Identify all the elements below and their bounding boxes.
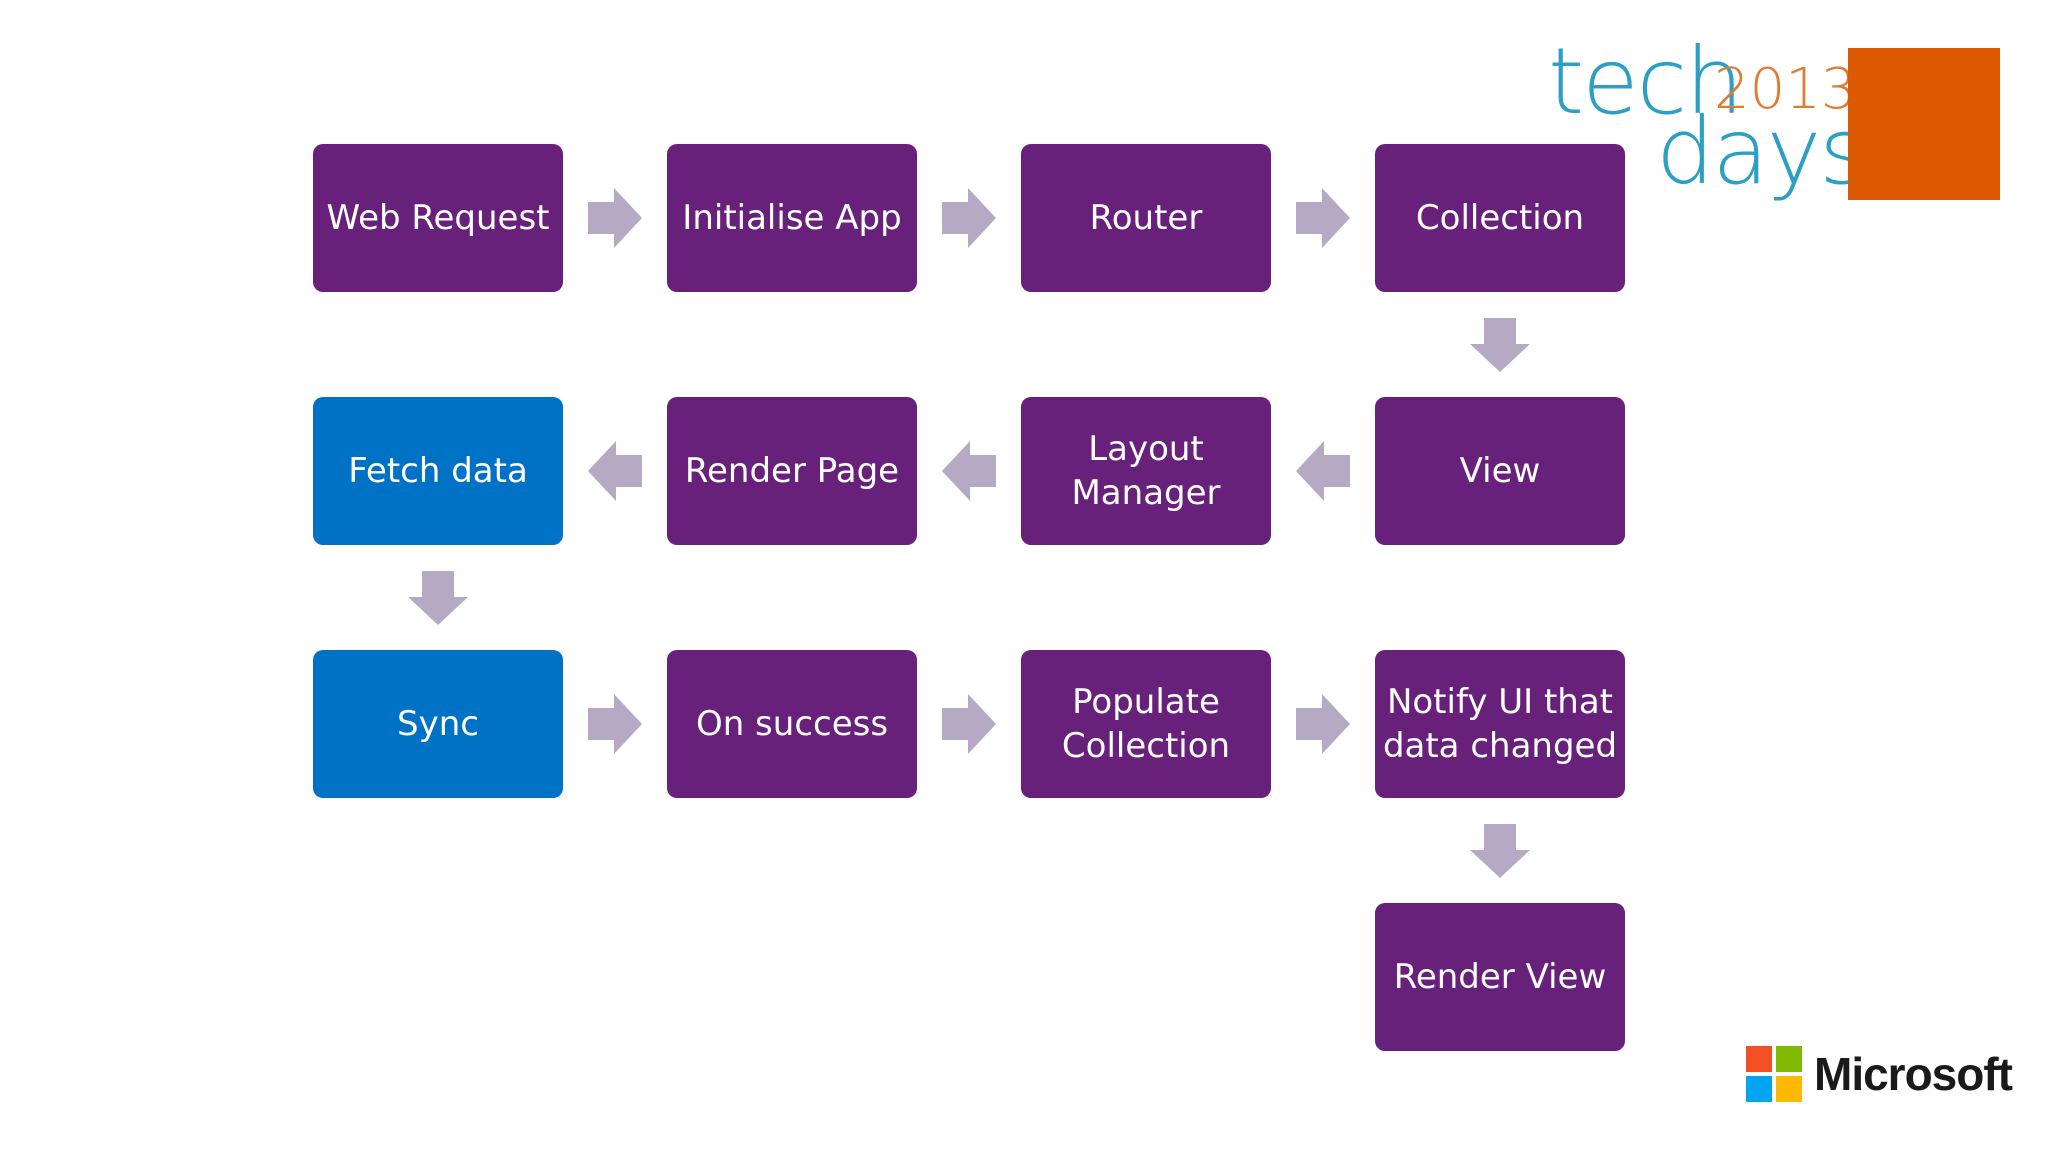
box-render-page: Render Page: [667, 397, 917, 545]
arrow-shape: [588, 694, 642, 754]
arrow-shape: [1470, 823, 1530, 878]
microsoft-wordmark: Microsoft: [1814, 1048, 2013, 1100]
box-initialise-app: Initialise App: [667, 144, 917, 292]
arrow-shape: [1296, 441, 1350, 501]
box-label: Router: [1089, 198, 1203, 238]
arrow-left-icon: [588, 441, 642, 501]
box-label: On success: [695, 704, 889, 744]
arrow-shape: [1296, 694, 1350, 754]
arrow-right-icon: [1296, 694, 1350, 754]
logo-year: 2013: [1714, 57, 1857, 122]
box-label: Notify UI that data changed: [1382, 682, 1618, 766]
logo-orange-square: [1848, 48, 2000, 200]
arrow-down-icon: [408, 570, 468, 625]
box-on-success: On success: [667, 650, 917, 798]
arrow-shape: [942, 441, 996, 501]
logo-tile: [1776, 1076, 1802, 1102]
box-web-request: Web Request: [313, 144, 563, 292]
arrow-down-icon: [1470, 317, 1530, 372]
box-label: Render View: [1393, 957, 1607, 997]
arrow-down-icon: [1470, 823, 1530, 878]
box-label: Fetch data: [348, 451, 528, 491]
box-label: Web Request: [326, 198, 550, 238]
logo-tile: [1776, 1046, 1802, 1072]
arrow-right-icon: [1296, 188, 1350, 248]
arrow-shape: [588, 441, 642, 501]
box-fetch-data: Fetch data: [313, 397, 563, 545]
box-label: Sync: [397, 704, 479, 744]
microsoft-logo-icon: [1746, 1046, 1802, 1102]
arrow-right-icon: [588, 188, 642, 248]
box-view: View: [1375, 397, 1625, 545]
arrow-right-icon: [942, 694, 996, 754]
box-label: Populate Collection: [1061, 682, 1231, 766]
arrow-shape: [408, 570, 468, 625]
box-label: Initialise App: [682, 198, 902, 238]
box-collection: Collection: [1375, 144, 1625, 292]
logo-tile: [1746, 1076, 1772, 1102]
box-label: View: [1459, 451, 1541, 491]
arrow-left-icon: [1296, 441, 1350, 501]
arrow-shape: [588, 188, 642, 248]
box-sync: Sync: [313, 650, 563, 798]
logo-tile: [1746, 1046, 1772, 1072]
arrow-left-icon: [942, 441, 996, 501]
arrow-shape: [1470, 317, 1530, 372]
box-router: Router: [1021, 144, 1271, 292]
arrow-shape: [942, 188, 996, 248]
box-render-view: Render View: [1375, 903, 1625, 1051]
arrow-right-icon: [588, 694, 642, 754]
logo-word-tech: tech: [1548, 28, 1744, 135]
box-label: Collection: [1415, 198, 1585, 238]
box-notify-ui: Notify UI that data changed: [1375, 650, 1625, 798]
box-label: Render Page: [684, 451, 900, 491]
arrow-shape: [942, 694, 996, 754]
box-layout-manager: Layout Manager: [1021, 397, 1271, 545]
box-populate-collection: Populate Collection: [1021, 650, 1271, 798]
arrow-shape: [1296, 188, 1350, 248]
logo-word-days: days: [1656, 98, 1867, 205]
box-label: Layout Manager: [1071, 429, 1221, 513]
arrow-right-icon: [942, 188, 996, 248]
